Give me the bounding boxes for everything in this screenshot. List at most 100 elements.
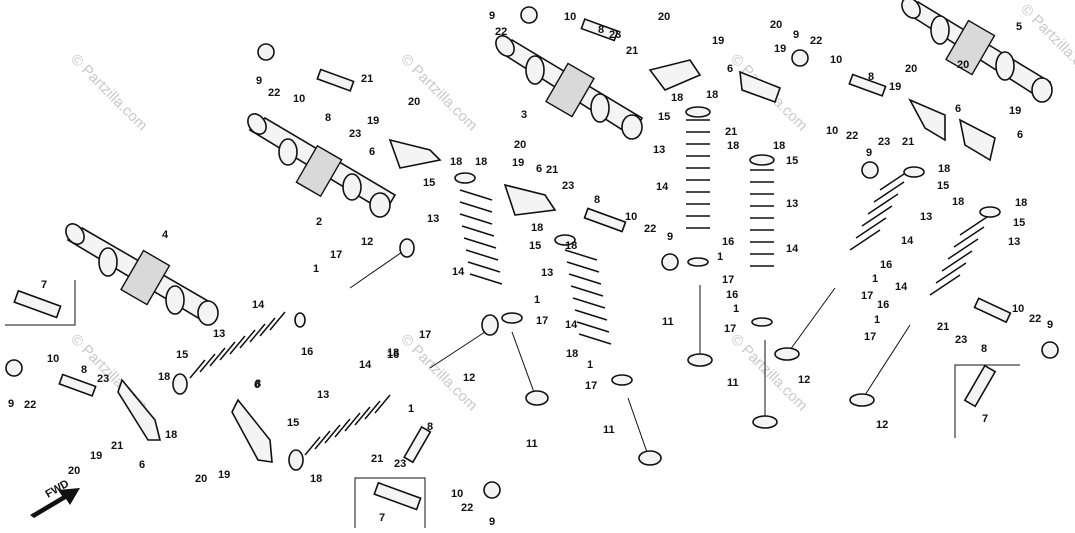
callout-label: 23 bbox=[878, 136, 890, 148]
callout-label: 20 bbox=[957, 59, 969, 71]
callout-label: 15 bbox=[658, 111, 670, 123]
callout-label: 9 bbox=[1047, 319, 1053, 331]
callout-label: 17 bbox=[861, 290, 873, 302]
callout-label: 7 bbox=[41, 279, 47, 291]
callout-label: 15 bbox=[423, 177, 435, 189]
callout-label: 18 bbox=[565, 240, 577, 252]
callout-label: 1 bbox=[874, 314, 880, 326]
callout-label: 2 bbox=[316, 216, 322, 228]
callout-label: 15 bbox=[937, 180, 949, 192]
callout-label: 8 bbox=[81, 364, 87, 376]
callout-label: 20 bbox=[658, 11, 670, 23]
callout-label: 18 bbox=[938, 163, 950, 175]
callout-label: 6 bbox=[955, 103, 961, 115]
callout-label: 11 bbox=[603, 424, 615, 436]
valve-spring-stack-mid bbox=[288, 394, 391, 471]
callout-label: 22 bbox=[644, 223, 656, 235]
callout-label: 10 bbox=[830, 54, 842, 66]
callout-label: 19 bbox=[712, 35, 724, 47]
callout-label: 12 bbox=[463, 372, 475, 384]
callout-label: 17 bbox=[536, 315, 548, 327]
callout-label: 4 bbox=[162, 229, 169, 241]
callout-label: 22 bbox=[1029, 313, 1041, 325]
callout-label: 19 bbox=[774, 43, 786, 55]
callout-label: 6 bbox=[727, 63, 733, 75]
callout-label: 20 bbox=[408, 96, 420, 108]
callout-label: 18 bbox=[450, 156, 462, 168]
callout-label: 9 bbox=[8, 398, 14, 410]
callout-label: 14 bbox=[252, 299, 265, 311]
callout-label: 19 bbox=[889, 81, 901, 93]
callout-label: 16 bbox=[387, 349, 399, 361]
callout-label: 18 bbox=[727, 140, 739, 152]
callout-label: 22 bbox=[846, 130, 858, 142]
camshaft-5 bbox=[901, 0, 1053, 103]
callout-label: 17 bbox=[722, 274, 734, 286]
callout-label: 18 bbox=[158, 371, 170, 383]
callout-labels: 1 1 1 1 1 1 1 1 2 3 4 5 6 6 6 6 6 6 6 7 … bbox=[8, 10, 1053, 528]
callout-label: 20 bbox=[770, 19, 782, 31]
callout-label: 22 bbox=[461, 502, 473, 514]
callout-label: 16 bbox=[722, 236, 734, 248]
callout-label: 21 bbox=[626, 45, 638, 57]
callout-label: 13 bbox=[427, 213, 439, 225]
callout-label: 9 bbox=[256, 75, 262, 87]
callout-label: 21 bbox=[902, 136, 914, 148]
callout-label: 10 bbox=[625, 211, 637, 223]
callout-label: 10 bbox=[564, 11, 576, 23]
callout-label: 6 bbox=[1017, 129, 1023, 141]
callout-label: 8 bbox=[868, 71, 874, 83]
callout-label: 22 bbox=[24, 399, 36, 411]
callout-label: 9 bbox=[866, 147, 872, 159]
callout-label: 14 bbox=[452, 266, 465, 278]
callout-label: 21 bbox=[371, 453, 383, 465]
callout-label: 21 bbox=[725, 126, 737, 138]
callout-label: 18 bbox=[706, 89, 718, 101]
callout-label: 18 bbox=[566, 348, 578, 360]
callout-label: 22 bbox=[810, 35, 822, 47]
callout-label: 22 bbox=[268, 87, 280, 99]
callout-label: 23 bbox=[955, 334, 967, 346]
callout-label: 23 bbox=[394, 458, 406, 470]
callout-label: 13 bbox=[1008, 236, 1020, 248]
callout-label: 1 bbox=[408, 403, 414, 415]
callout-label: 13 bbox=[786, 198, 798, 210]
callout-label: 10 bbox=[826, 125, 838, 137]
inset-box-7-right bbox=[954, 364, 1020, 438]
callout-label: 10 bbox=[293, 93, 305, 105]
callout-label: 1 bbox=[313, 263, 319, 275]
callout-label: 10 bbox=[1012, 303, 1024, 315]
callout-label: 9 bbox=[489, 10, 495, 22]
watermark: © Partzilla.com bbox=[397, 51, 480, 134]
callout-label: 8 bbox=[598, 24, 604, 36]
callout-label: 6 bbox=[369, 146, 375, 158]
callout-label: 16 bbox=[726, 289, 738, 301]
watermark: © Partzilla.com bbox=[67, 51, 150, 134]
callout-label: 12 bbox=[361, 236, 373, 248]
callout-label: 5 bbox=[1016, 21, 1022, 33]
callout-label: 1 bbox=[587, 359, 593, 371]
callout-label: 14 bbox=[895, 281, 908, 293]
callout-label: 21 bbox=[937, 321, 949, 333]
callout-label: 11 bbox=[727, 377, 739, 389]
callout-label: 10 bbox=[47, 353, 59, 365]
valve-spring-stack-right4 bbox=[929, 206, 1001, 296]
callout-label: 20 bbox=[68, 465, 80, 477]
callout-label: 6 bbox=[254, 379, 260, 391]
callout-label: 6 bbox=[139, 459, 145, 471]
callout-label: 18 bbox=[671, 92, 683, 104]
bolts-and-plugs bbox=[5, 6, 1059, 511]
callout-label: 14 bbox=[656, 181, 669, 193]
callout-label: 13 bbox=[653, 144, 665, 156]
callout-label: 3 bbox=[521, 109, 527, 121]
callout-label: 17 bbox=[419, 329, 431, 341]
callout-label: 22 bbox=[495, 26, 507, 38]
callout-label: 14 bbox=[901, 235, 914, 247]
callout-label: 17 bbox=[585, 380, 597, 392]
callout-label: 14 bbox=[359, 359, 372, 371]
callout-label: 7 bbox=[982, 413, 988, 425]
callout-label: 19 bbox=[367, 115, 379, 127]
callout-label: 15 bbox=[786, 155, 798, 167]
callout-label: 21 bbox=[546, 164, 558, 176]
